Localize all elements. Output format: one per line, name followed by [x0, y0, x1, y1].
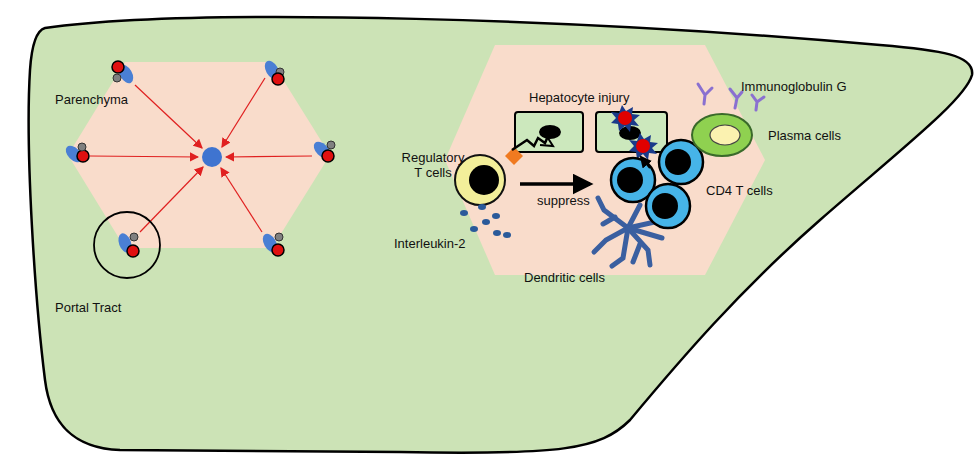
interleukin-dots: [460, 204, 511, 238]
liver-outline: [29, 17, 973, 453]
region-label: Parenchyma: [55, 92, 145, 107]
injury-arrow: [641, 157, 650, 168]
cd4-t-cells: [611, 140, 703, 228]
central-vein: [202, 147, 222, 167]
region-label: Portal Tract: [55, 300, 155, 315]
molecule-label: Immunoglobulin G: [741, 79, 871, 94]
plasma-cell: [692, 114, 752, 156]
hepatocytes: [515, 105, 667, 160]
portal-tract-ring: [94, 212, 160, 278]
suppress-arrow: [520, 182, 590, 186]
cell-label: Plasma cells: [768, 128, 868, 143]
cell-label: Interleukin-2: [394, 236, 494, 251]
cell-label: Hepatocyte injury: [529, 90, 659, 105]
cell-label: Regulatory T cells: [398, 150, 468, 180]
arrow-label: suppress: [537, 193, 607, 208]
lobule-hexagon: [68, 62, 330, 248]
lobule-hexagon: [445, 45, 765, 275]
portal-triads: [63, 58, 335, 257]
cell-label: Dendritic cells: [524, 270, 634, 285]
cell-label: CD4 T cells: [706, 183, 796, 198]
